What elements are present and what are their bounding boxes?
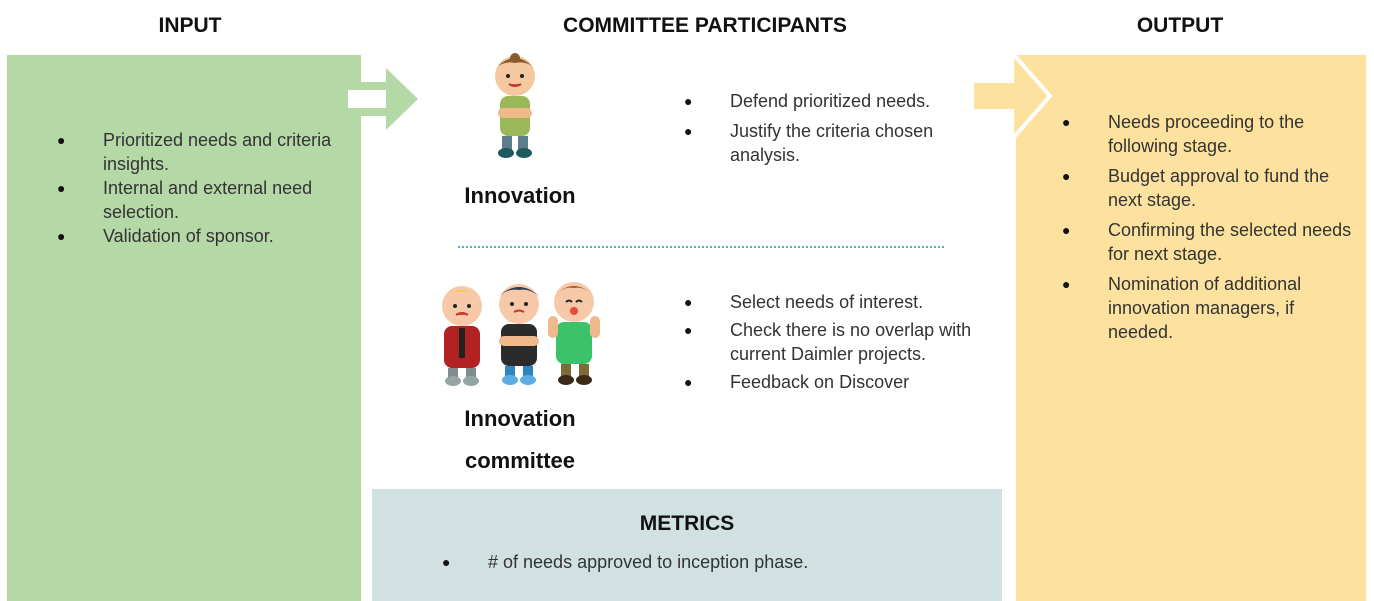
input-item: Internal and external need selection. xyxy=(55,176,345,224)
innovation-list: Defend prioritized needs. Justify the cr… xyxy=(682,89,982,173)
input-arrow-icon xyxy=(340,68,418,130)
committee-label-line2: committee xyxy=(464,448,576,473)
committee-item: Feedback on Discover xyxy=(682,370,982,394)
committee-item: Select needs of interest. xyxy=(682,290,982,314)
output-item: Needs proceeding to the following stage. xyxy=(1060,110,1360,158)
input-item: Prioritized needs and criteria insights. xyxy=(55,128,345,176)
metrics-item: # of needs approved to inception phase. xyxy=(440,550,960,574)
output-item: Budget approval to fund the next stage. xyxy=(1060,164,1360,212)
innovation-role-label: Innovation xyxy=(464,183,576,208)
output-item: Nomination of additional innovation mana… xyxy=(1060,272,1360,344)
committee-list: Select needs of interest. Check there is… xyxy=(682,290,982,398)
innovation-item: Justify the criteria chosen analysis. xyxy=(682,119,982,167)
dotted-divider xyxy=(458,246,944,248)
committee-participants-header: COMMITTEE PARTICIPANTS xyxy=(563,14,847,37)
output-header: OUTPUT xyxy=(1136,14,1224,37)
input-list: Prioritized needs and criteria insights.… xyxy=(55,128,345,248)
innovation-character-icon xyxy=(495,53,535,158)
committee-item: Check there is no overlap with current D… xyxy=(682,318,982,366)
input-item: Validation of sponsor. xyxy=(55,224,345,248)
committee-label-line1: Innovation xyxy=(464,406,576,431)
output-item: Confirming the selected needs for next s… xyxy=(1060,218,1360,266)
output-list: Needs proceeding to the following stage.… xyxy=(1060,110,1360,350)
innovation-item: Defend prioritized needs. xyxy=(682,89,982,113)
metrics-list: # of needs approved to inception phase. xyxy=(440,550,960,574)
committee-characters-icon xyxy=(442,282,600,386)
output-arrow-icon xyxy=(974,55,1053,137)
metrics-title: METRICS xyxy=(639,512,735,535)
metrics-panel xyxy=(372,489,1002,601)
input-header: INPUT xyxy=(158,14,222,37)
innovation-committee-role-label: Innovation committee xyxy=(430,398,610,482)
